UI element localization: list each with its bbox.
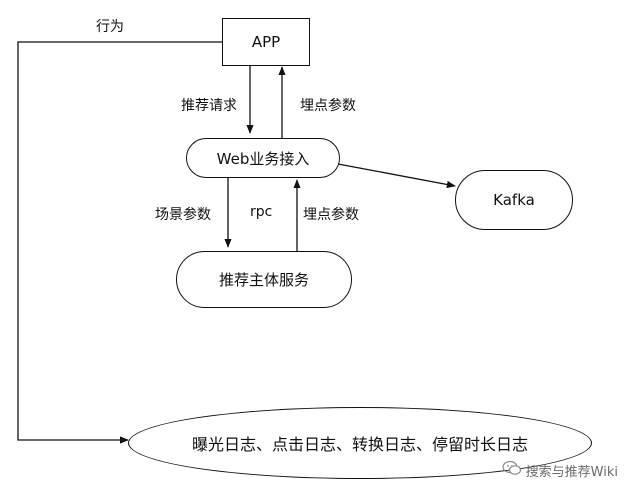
watermark-text: 搜索与推荐Wiki	[525, 464, 618, 480]
watermark: 搜索与推荐Wiki	[502, 460, 618, 480]
label-track-params-top: 埋点参数	[300, 98, 356, 114]
wechat-icon	[502, 460, 522, 480]
label-rpc: rpc	[250, 204, 273, 220]
recommendation-service-node: 推荐主体服务	[176, 251, 352, 308]
edge-web-to-kafka	[337, 163, 456, 189]
label-scene-params: 场景参数	[155, 207, 211, 223]
label-behavior: 行为	[96, 19, 124, 35]
label-rec-request: 推荐请求	[181, 98, 237, 114]
label-track-params-bottom: 埋点参数	[303, 207, 359, 223]
web-access-node: Web业务接入	[186, 138, 340, 178]
app-node: APP	[222, 18, 310, 66]
kafka-node: Kafka	[455, 170, 573, 230]
edge-app-to-logs	[17, 41, 222, 444]
